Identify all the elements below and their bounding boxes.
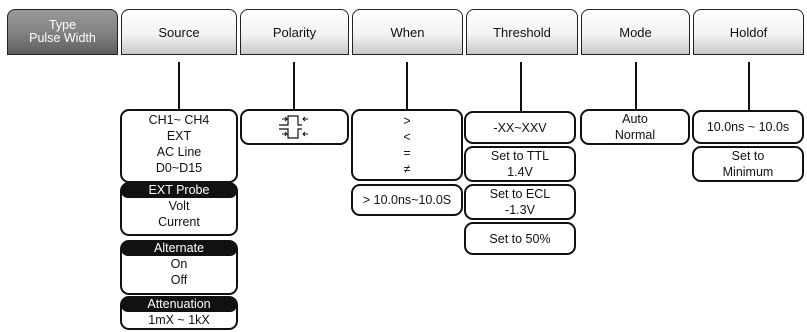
mode-option-normal[interactable]: Normal [614, 128, 656, 142]
tab-type-value: Pulse Width [29, 31, 96, 45]
tab-mode-label: Mode [619, 24, 652, 40]
ext-probe-menu[interactable]: EXT Probe Volt Current [120, 182, 238, 236]
alternate-option-off[interactable]: Off [170, 273, 188, 287]
positive-pulse-icon[interactable] [278, 114, 312, 127]
threshold-ttl-label: Set to TTL [490, 149, 550, 163]
tab-when-label: When [390, 24, 425, 40]
tab-threshold-label: Threshold [493, 24, 551, 40]
threshold-range-label: -XX~XXV [493, 120, 547, 135]
source-option-ch[interactable]: CH1~ CH4 [148, 113, 210, 127]
holdof-minimum-label-1: Set to [731, 149, 765, 163]
tab-polarity[interactable]: Polarity [240, 9, 349, 55]
holdof-range-label: 10.0ns ~ 10.0s [706, 120, 790, 134]
attenuation-header: Attenuation [121, 297, 237, 312]
mode-options[interactable]: Auto Normal [580, 109, 690, 145]
tab-source[interactable]: Source [121, 9, 237, 55]
when-option-equal[interactable]: = [403, 146, 411, 160]
ext-probe-option-current[interactable]: Current [158, 215, 200, 229]
mode-option-auto[interactable]: Auto [622, 112, 648, 126]
when-time-range[interactable]: > 10.0ns~10.0S [351, 184, 463, 216]
tab-holdof[interactable]: Holdof [693, 9, 804, 55]
when-option-less[interactable]: < [403, 130, 411, 144]
threshold-ecl-value: -1.3V [505, 203, 535, 217]
tab-mode[interactable]: Mode [581, 9, 690, 55]
tab-source-label: Source [158, 24, 200, 40]
threshold-range[interactable]: -XX~XXV [464, 111, 576, 144]
source-channel-options[interactable]: CH1~ CH4 EXT AC Line D0~D15 [120, 109, 238, 183]
holdof-range[interactable]: 10.0ns ~ 10.0s [692, 110, 804, 144]
when-operator-options[interactable]: > < = ≠ [351, 109, 463, 181]
tab-type[interactable]: Type Pulse Width [7, 9, 118, 55]
threshold-fifty-label: Set to 50% [489, 231, 551, 246]
holdof-minimum-label-2: Minimum [722, 165, 774, 179]
source-connector-line [178, 62, 180, 110]
when-option-greater[interactable]: > [403, 114, 411, 128]
attenuation-menu[interactable]: Attenuation 1mX ~ 1kX [120, 296, 238, 330]
when-time-range-label: > 10.0ns~10.0S [362, 193, 452, 207]
alternate-option-on[interactable]: On [170, 257, 188, 271]
holdof-minimum-button[interactable]: Set to Minimum [692, 146, 804, 182]
threshold-ttl-button[interactable]: Set to TTL 1.4V [464, 146, 576, 182]
tab-when[interactable]: When [352, 9, 463, 55]
polarity-connector-line [293, 62, 295, 110]
tab-type-label: Type [48, 18, 77, 32]
ext-probe-header: EXT Probe [121, 183, 237, 198]
tab-threshold[interactable]: Threshold [466, 9, 578, 55]
attenuation-range[interactable]: 1mX ~ 1kX [148, 313, 210, 327]
alternate-header: Alternate [121, 241, 237, 256]
when-option-not-equal[interactable]: ≠ [403, 162, 411, 176]
ext-probe-option-volt[interactable]: Volt [168, 199, 190, 213]
tab-holdof-label: Holdof [729, 24, 768, 40]
polarity-options[interactable] [240, 109, 349, 145]
negative-pulse-icon[interactable] [278, 127, 312, 140]
source-option-acline[interactable]: AC Line [156, 145, 202, 159]
threshold-ecl-button[interactable]: Set to ECL -1.3V [464, 184, 576, 220]
threshold-ttl-value: 1.4V [507, 165, 533, 179]
tab-polarity-label: Polarity [272, 24, 317, 40]
threshold-connector-line [520, 62, 522, 112]
mode-connector-line [635, 62, 637, 110]
alternate-menu[interactable]: Alternate On Off [120, 240, 238, 295]
source-option-digital[interactable]: D0~D15 [155, 161, 203, 175]
source-option-ext[interactable]: EXT [166, 129, 192, 143]
threshold-ecl-label: Set to ECL [489, 187, 551, 201]
when-connector-line [406, 62, 408, 110]
holdof-connector-line [748, 62, 750, 111]
threshold-fifty-button[interactable]: Set to 50% [464, 222, 576, 255]
